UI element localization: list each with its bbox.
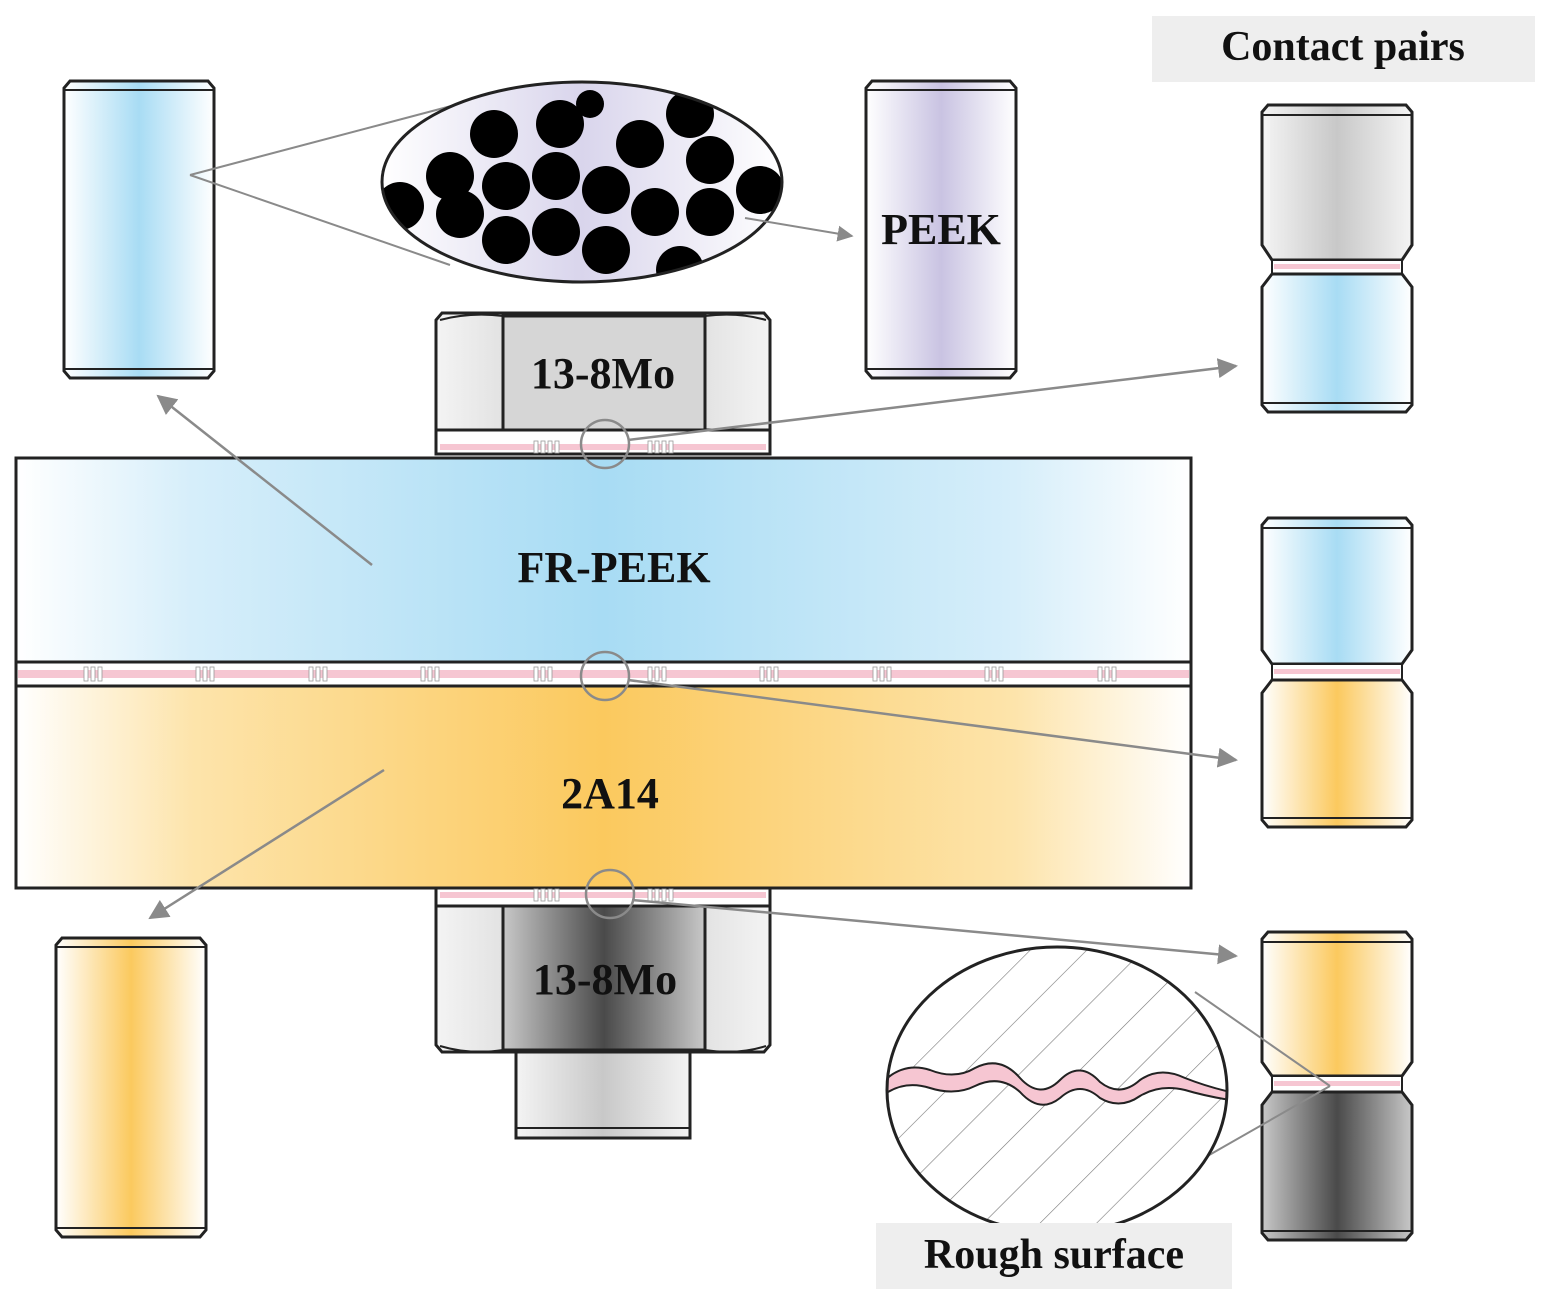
specimen-peek: PEEK: [864, 79, 1018, 380]
marker-head-contact: [579, 418, 631, 470]
contact-pairs-caption: Contact pairs: [1152, 16, 1535, 82]
bolt-shank-end: [514, 1050, 692, 1140]
arrow-to-fr-peek-specimen: [156, 394, 373, 566]
arrow-to-2a14-specimen: [148, 768, 385, 920]
arrow-to-pair-1: [627, 358, 1238, 442]
rough-surface-zoom: [885, 945, 1331, 1235]
lower-washer-contact: [434, 886, 772, 908]
2a14-label: 2A14: [561, 769, 659, 818]
bolt-head: 13-8Mo: [434, 311, 772, 432]
upper-washer-contact: [434, 428, 772, 456]
plate-interface-contact: [14, 660, 1193, 688]
arrow-to-pair-3: [631, 898, 1238, 965]
nut-label: 13-8Mo: [533, 955, 677, 1004]
contact-pair-2a14-steel: [1260, 930, 1414, 1242]
fiber-cross-section: [380, 80, 784, 284]
specimen-fr-peek: [62, 79, 216, 380]
contact-zoom-markers: [579, 418, 636, 920]
arrow-to-pair-2: [627, 678, 1238, 768]
fibers: [382, 90, 782, 282]
marker-plate-contact: [579, 650, 631, 702]
contact-pair-frpeek-2a14: [1260, 516, 1414, 829]
rough-surface-caption: Rough surface: [876, 1223, 1232, 1289]
contact-pairs-title: Contact pairs: [1221, 24, 1465, 70]
specimen-2a14: [54, 936, 208, 1239]
plate-2a14: 2A14: [14, 684, 1193, 890]
zoom-lines-fiber: [189, 104, 456, 266]
contact-pair-steel-frpeek: [1260, 103, 1414, 414]
marker-nut-contact: [584, 868, 636, 920]
fr-peek-label: FR-PEEK: [517, 543, 710, 592]
rough-surface-label: Rough surface: [924, 1232, 1184, 1278]
bolt-head-label: 13-8Mo: [531, 349, 675, 398]
nut: 13-8Mo: [434, 904, 772, 1054]
peek-label: PEEK: [881, 205, 1001, 254]
plate-fr-peek: FR-PEEK: [14, 456, 1193, 664]
arrow-to-peek: [744, 217, 854, 242]
